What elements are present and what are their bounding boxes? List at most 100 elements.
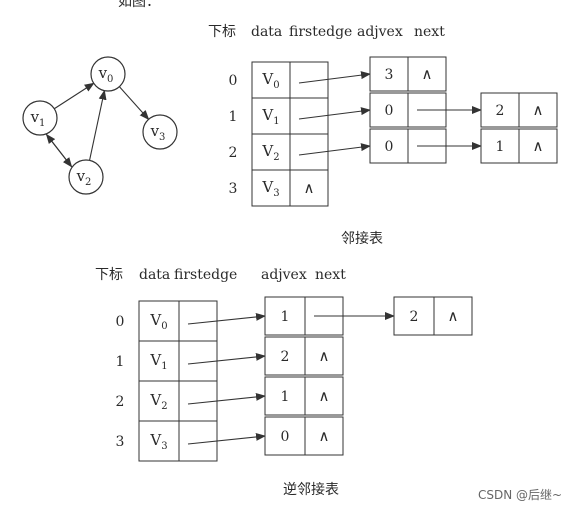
graph-node-label-v1: v1 xyxy=(30,108,46,129)
graph-node-label-v0-letter: v xyxy=(98,64,108,82)
inverse-pointer-0-0 xyxy=(187,312,266,325)
inverse-header: 下标 data firstedge adjvex next xyxy=(95,267,346,283)
inverse-adjvex-cell-2-0 xyxy=(264,376,306,416)
inverse-next-cell-1-0 xyxy=(304,336,344,376)
inverse-header-adjvex: adjvex xyxy=(261,267,307,283)
inverse-pointer-1-0 xyxy=(187,352,266,365)
inverse-adjvex-3-0: 0 xyxy=(281,429,290,445)
inverse-vertex-1: V1 xyxy=(149,351,167,372)
adjacency-pointer-2-0 xyxy=(298,143,371,156)
adjacency-adjvex-1-1: 2 xyxy=(496,103,505,119)
inverse-next-cell-0-1 xyxy=(433,296,473,336)
inverse-vertex-1-subscript: 1 xyxy=(161,361,167,372)
inverse-firstedge-cell-2 xyxy=(178,380,218,422)
graph-node-label-v2: v2 xyxy=(76,167,92,188)
graph-edge-v2-v0 xyxy=(89,89,107,161)
graph-node-label-v2-subscript: 2 xyxy=(85,177,91,188)
inverse-firstedge-cell-3 xyxy=(178,420,218,462)
inverse-data-cell-1 xyxy=(138,340,180,382)
inverse-vertex-0-letter: V xyxy=(149,311,162,329)
adjacency-next-null-2-1: ∧ xyxy=(533,137,544,155)
inverse-caption: 逆邻接表 xyxy=(283,481,339,498)
adjacency-vertex-0-letter: V xyxy=(261,70,274,88)
inverse-next-cell-2-0 xyxy=(304,376,344,416)
adjacency-index-2: 2 xyxy=(229,145,238,161)
inverse-firstedge-cell-1 xyxy=(178,340,218,382)
adjacency-adjvex-1-0: 0 xyxy=(385,103,394,119)
adjacency-vertex-1-letter: V xyxy=(261,106,274,124)
adjacency-index-1: 1 xyxy=(229,109,238,125)
graph-node-label-v3-subscript: 3 xyxy=(159,132,165,143)
inverse-index-3: 3 xyxy=(116,434,125,450)
adjacency-adjvex-cell-1-1 xyxy=(480,92,520,128)
inverse-next-null-1-0: ∧ xyxy=(319,347,330,365)
inverse-vertex-3-subscript: 3 xyxy=(161,441,167,452)
inverse-next-null-0-1: ∧ xyxy=(448,307,459,325)
inverse-adjvex-cell-1-0 xyxy=(264,336,306,376)
inverse-adjvex-1-0: 2 xyxy=(281,349,290,365)
graph-node-label-v0: v0 xyxy=(98,64,114,85)
graph-node-label-v0-subscript: 0 xyxy=(107,74,113,85)
graph-node-v1 xyxy=(22,100,58,136)
adjacency-adjvex-cell-2-0 xyxy=(369,128,409,164)
adjacency-vertex-1: V1 xyxy=(261,106,279,127)
inverse-index-0: 0 xyxy=(116,314,125,330)
adjacency-next-null-1-1: ∧ xyxy=(533,101,544,119)
adjacency-header-index: 下标 xyxy=(208,24,236,40)
adjacency-index-3: 3 xyxy=(229,181,238,197)
graph-node-v3 xyxy=(142,114,178,150)
inverse-header-next: next xyxy=(315,267,346,283)
graph-node-v2 xyxy=(68,159,104,195)
adjacency-vertex-3: V3 xyxy=(261,178,279,199)
graph-node-label-v2-letter: v xyxy=(76,167,86,185)
inverse-vertex-1-letter: V xyxy=(149,351,162,369)
graph-edge-v1-v0 xyxy=(53,82,95,110)
top-cut-text: 如图： xyxy=(118,0,160,10)
inverse-vertex-2: V2 xyxy=(149,391,167,412)
graph-node-label-v1-subscript: 1 xyxy=(39,118,45,129)
inverse-firstedge-cell-0 xyxy=(178,300,218,342)
adjacency-adjvex-cell-0-0 xyxy=(369,56,409,92)
adjacency-firstedge-cell-3 xyxy=(289,169,329,207)
inverse-next-null-3-0: ∧ xyxy=(319,427,330,445)
adjacency-header-adjvex: adjvex xyxy=(357,24,403,40)
graph-node-label-v3-letter: v xyxy=(150,122,160,140)
adjacency-vertex-3-letter: V xyxy=(261,178,274,196)
adjacency-header-data: data xyxy=(251,24,282,40)
inverse-index-1: 1 xyxy=(116,354,125,370)
adjacency-data-cell-3 xyxy=(251,169,291,207)
adjacency-header-firstedge: firstedge xyxy=(289,24,352,40)
graph-node-v0 xyxy=(90,56,126,92)
inverse-header-firstedge: firstedge xyxy=(174,267,237,283)
inverse-adjvex-0-1: 2 xyxy=(410,309,419,325)
adjacency-adjvex-cell-1-0 xyxy=(369,92,409,128)
adjacency-next-cell-2-1 xyxy=(518,128,558,164)
adjacency-caption: 邻接表 xyxy=(341,230,383,247)
graph-node-label-v3: v3 xyxy=(150,122,166,143)
inverse-adjvex-cell-3-0 xyxy=(264,416,306,456)
adjacency-adjvex-2-1: 1 xyxy=(496,139,505,155)
adjacency-adjvex-0-0: 3 xyxy=(385,67,394,83)
adjacency-adjvex-cell-2-1 xyxy=(480,128,520,164)
watermark: CSDN @后继~ xyxy=(478,488,562,502)
graph-node-label-v1-letter: v xyxy=(30,108,40,126)
adjacency-next-cell-1-1 xyxy=(518,92,558,128)
inverse-data-cell-3 xyxy=(138,420,180,462)
inverse-header-data: data xyxy=(139,267,170,283)
adjacency-next-null-0-0: ∧ xyxy=(422,65,433,83)
inverse-vertex-3: V3 xyxy=(149,431,167,452)
adjacency-header-next: next xyxy=(414,24,445,40)
adjacency-vertex-2: V2 xyxy=(261,142,279,163)
adjacency-vertex-0: V0 xyxy=(261,70,279,91)
inverse-adjvex-cell-0-0 xyxy=(264,296,306,336)
graph-edge-v0-v3 xyxy=(118,86,150,121)
graph-edge-v2-v1 xyxy=(45,133,73,168)
inverse-pointer-2-0 xyxy=(187,392,266,405)
inverse-vertex-3-letter: V xyxy=(149,431,162,449)
inverse-vertex-2-subscript: 2 xyxy=(161,401,167,412)
adjacency-data-cell-0 xyxy=(251,61,291,99)
adjacency-next-cell-0-0 xyxy=(407,56,447,92)
